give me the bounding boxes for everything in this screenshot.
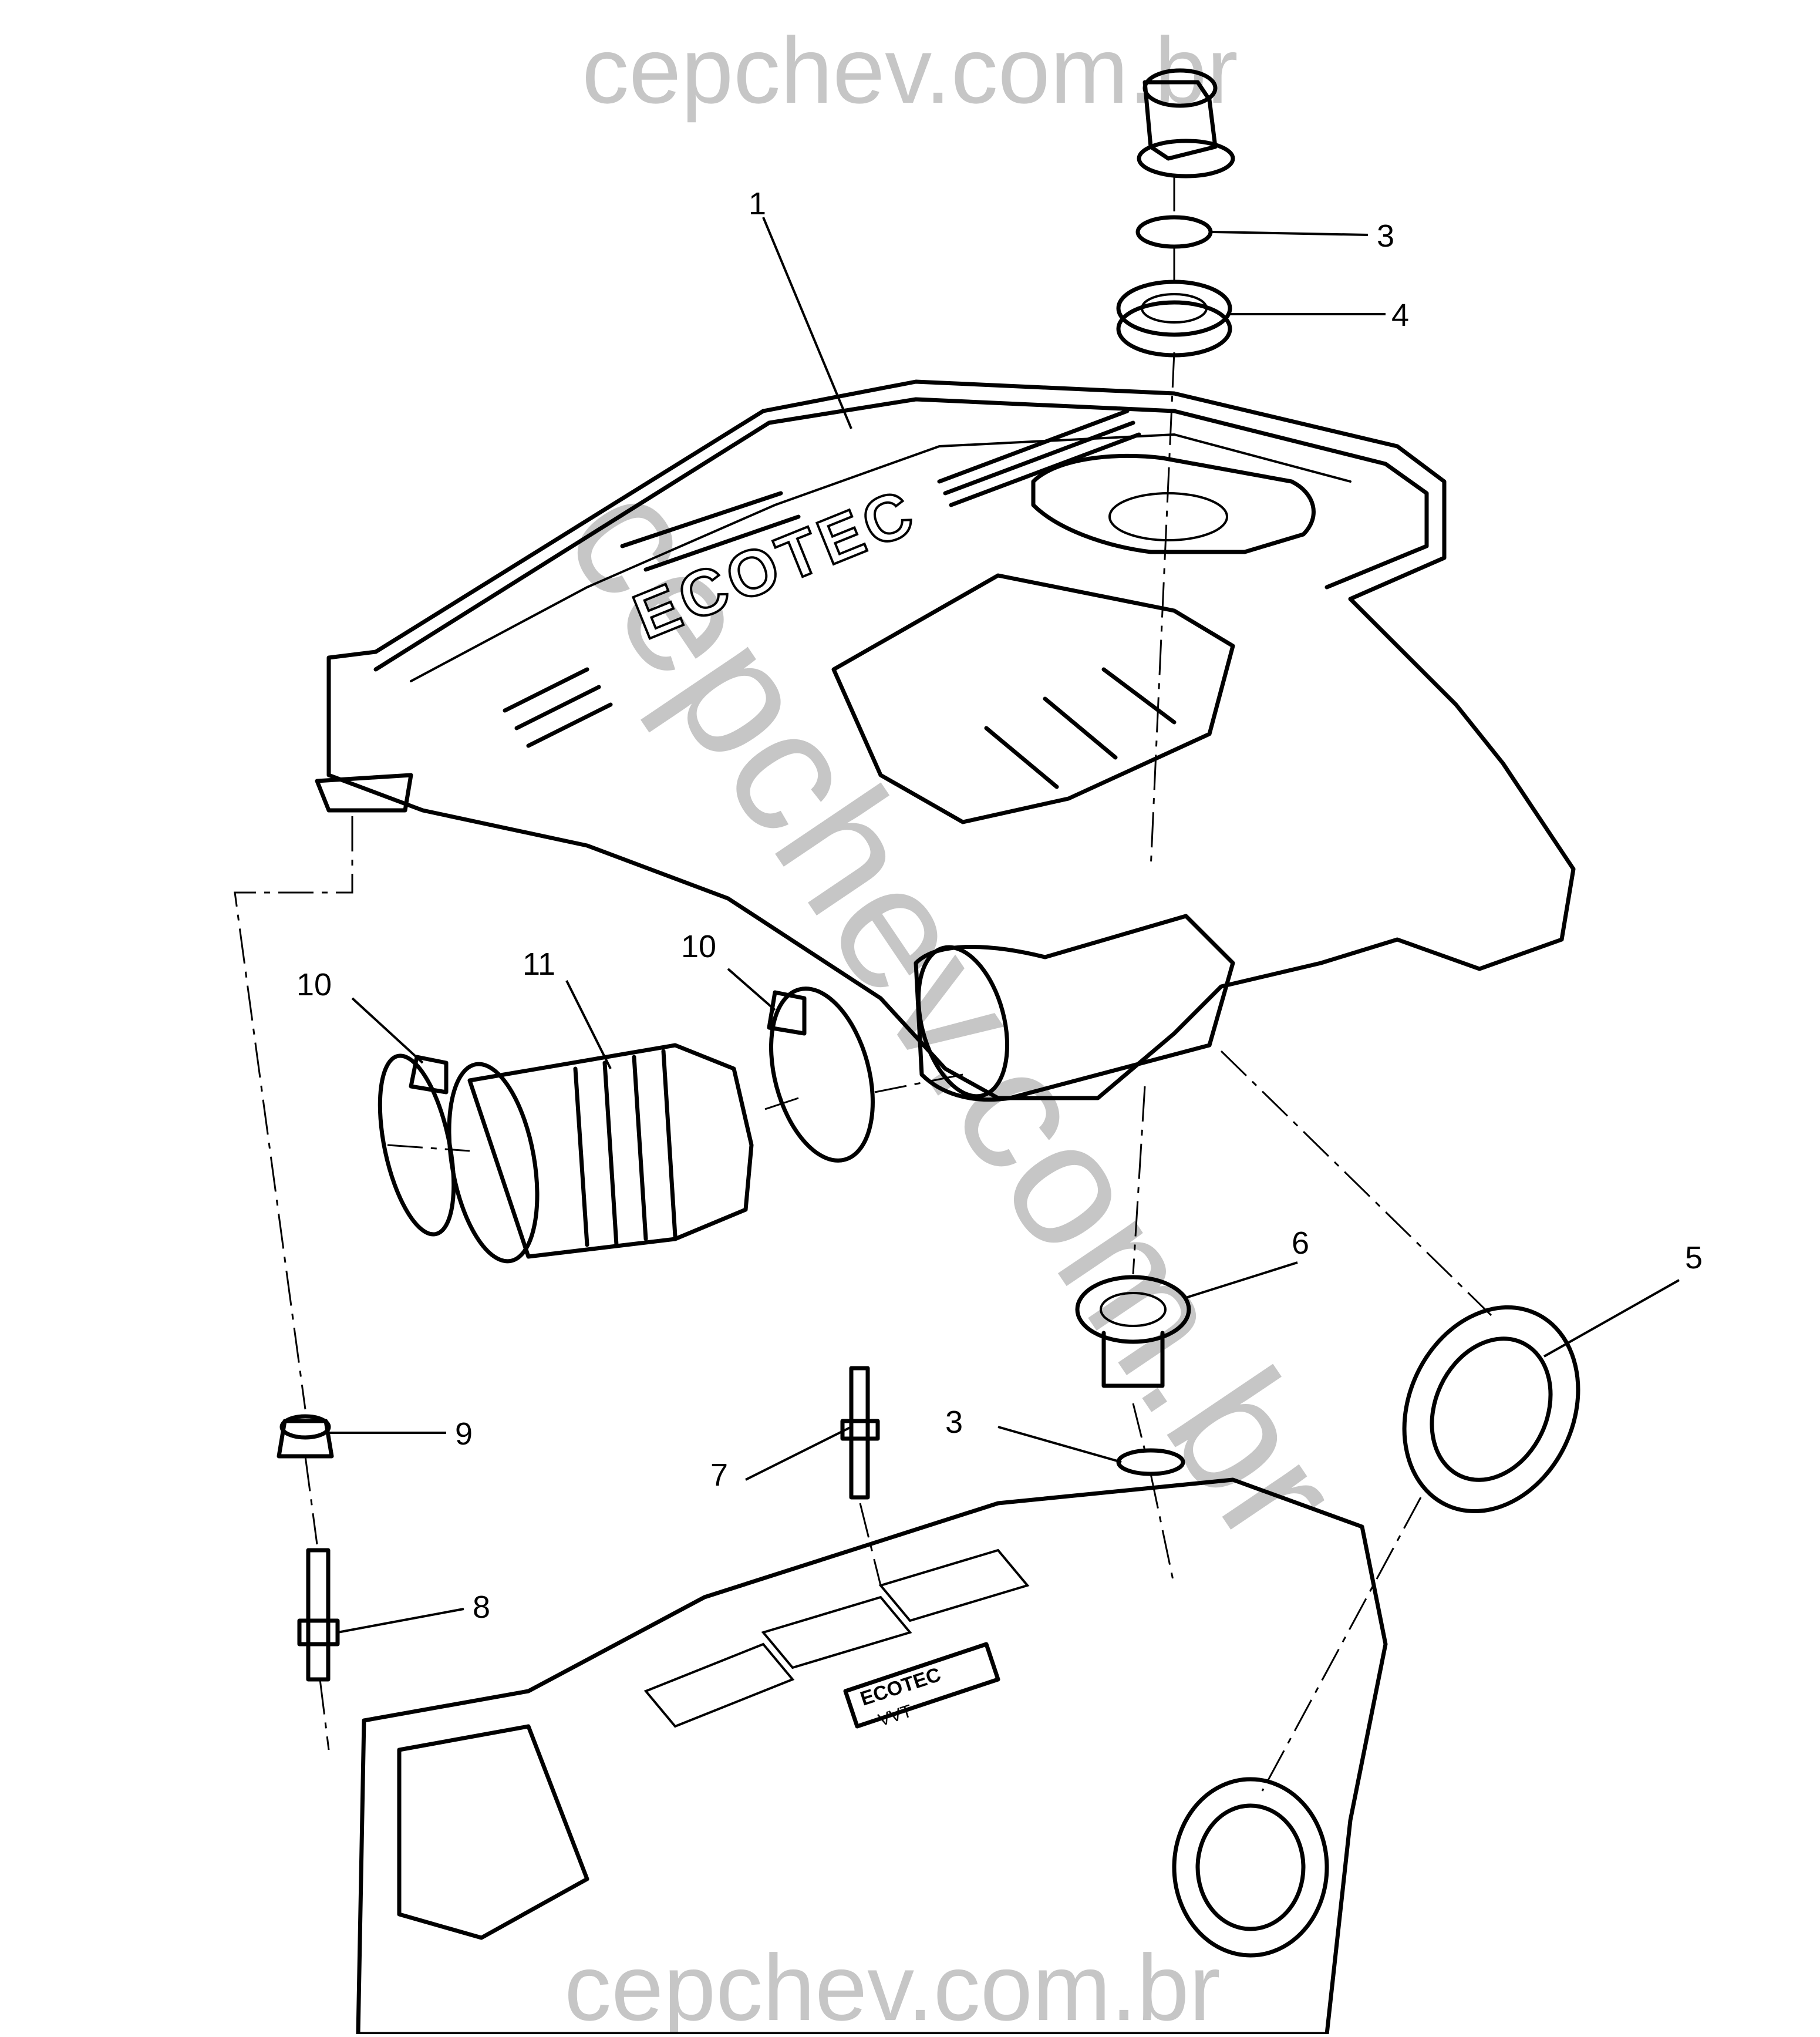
callout-1: 1 <box>749 186 766 221</box>
callout-9: 9 <box>455 1416 473 1452</box>
cover-grommet <box>277 1414 334 1459</box>
stud-bolt-long <box>840 1366 880 1500</box>
watermark-bottom: cepchev.com.br <box>564 1935 1221 2034</box>
pcv-grommet <box>1075 1275 1191 1388</box>
engine-plate-subtext: VVT <box>876 1701 915 1730</box>
callout-5: 5 <box>1685 1240 1703 1275</box>
callout-3-bottom: 3 <box>945 1405 963 1440</box>
stud-bolt-short <box>297 1548 340 1682</box>
leader-lines <box>329 217 1680 1634</box>
watermark-top: cepchev.com.br <box>582 18 1238 123</box>
o-ring-top <box>1135 215 1213 249</box>
filler-grommet <box>1116 280 1232 358</box>
callout-3-top: 3 <box>1377 218 1394 254</box>
callout-10-right: 10 <box>681 929 716 964</box>
callout-10-left: 10 <box>296 967 332 1002</box>
intake-duct <box>447 1043 754 1264</box>
throttle-body-seal <box>1402 1305 1580 1514</box>
callout-7: 7 <box>710 1457 728 1493</box>
hose-clamp-right <box>767 986 875 1163</box>
callout-11: 11 <box>523 947 555 982</box>
callout-6: 6 <box>1292 1225 1309 1261</box>
callout-8: 8 <box>473 1590 490 1625</box>
assembly-lines <box>234 176 1492 1792</box>
hose-clamp-left <box>378 1053 456 1237</box>
oil-filler-cap <box>1137 68 1235 179</box>
callout-4: 4 <box>1391 298 1409 333</box>
